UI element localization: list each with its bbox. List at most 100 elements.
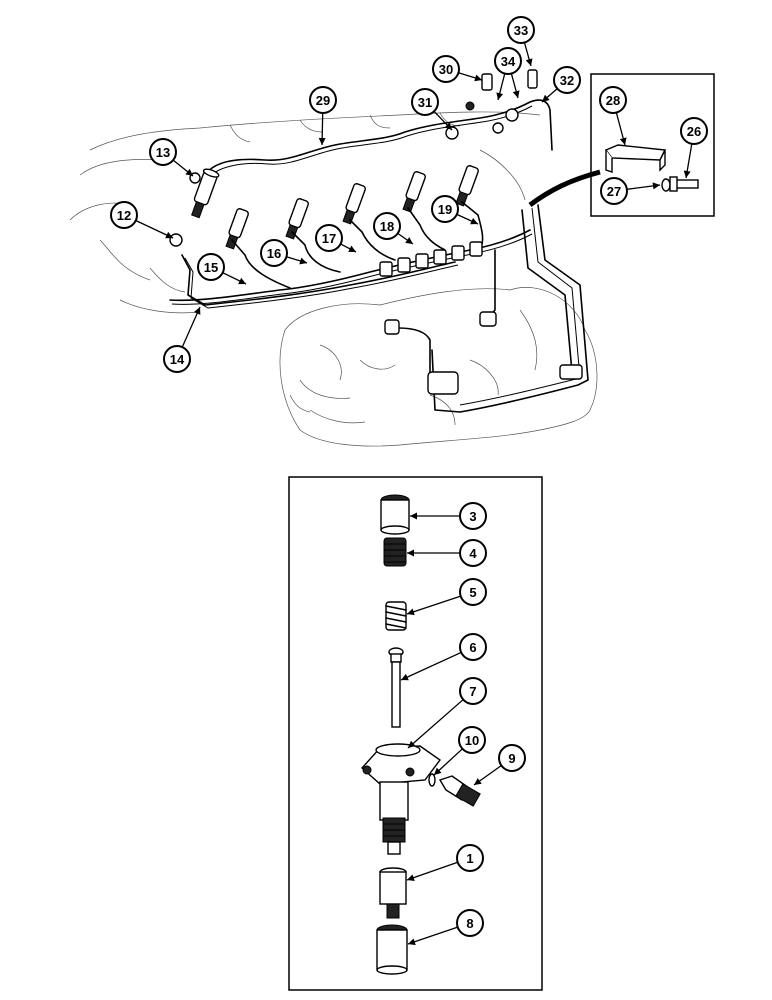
- injector-nozzles: [191, 165, 479, 250]
- leader-arrowhead: [165, 231, 173, 239]
- leader-arrowhead: [407, 608, 415, 616]
- callout-26: 26: [680, 117, 708, 145]
- callout-28: 28: [599, 86, 627, 114]
- svg-text:27: 27: [607, 184, 621, 199]
- banjo-fittings: [169, 69, 538, 247]
- svg-text:13: 13: [156, 145, 170, 160]
- svg-text:9: 9: [508, 751, 515, 766]
- nozzle-nut: [376, 924, 408, 975]
- adjusting-screw: [383, 537, 407, 567]
- callout-10: 10: [458, 726, 486, 754]
- svg-text:16: 16: [267, 246, 281, 261]
- leader-arrowhead: [185, 168, 193, 176]
- svg-text:18: 18: [380, 219, 394, 234]
- leader-arrowhead: [401, 673, 409, 681]
- svg-text:1: 1: [466, 851, 473, 866]
- injector-nozzle: [455, 165, 479, 207]
- callout-16: 16: [260, 239, 288, 267]
- callout-27: 27: [600, 177, 628, 205]
- injector-nozzle: [191, 168, 220, 219]
- leader-arrowhead: [496, 92, 504, 100]
- callout-19: 19: [431, 195, 459, 223]
- leader-arrowhead: [299, 257, 307, 265]
- svg-text:28: 28: [606, 93, 620, 108]
- leader-arrowhead: [407, 549, 414, 557]
- pump-housing-outline: [279, 287, 598, 447]
- injector-nozzle: [285, 198, 309, 240]
- callout-18: 18: [373, 212, 401, 240]
- leader-arrowhead: [348, 245, 356, 252]
- leader-arrowhead: [512, 90, 520, 98]
- callout-7: 7: [459, 677, 487, 705]
- bracket-pointer: [528, 169, 601, 208]
- leader-arrowhead: [542, 94, 550, 102]
- bracket-inset-frame: [590, 73, 715, 217]
- svg-text:5: 5: [469, 585, 476, 600]
- callout-9: 9: [498, 744, 526, 772]
- engine-assembly-illustration: [69, 69, 601, 447]
- pump-outlet-fittings: [379, 241, 483, 277]
- svg-text:19: 19: [438, 202, 452, 217]
- leader-arrowhead: [238, 277, 246, 285]
- leader-arrowhead: [408, 938, 416, 946]
- leader-arrowhead: [408, 740, 416, 748]
- callout-30: 30: [432, 55, 460, 83]
- callout-34: 34: [494, 47, 522, 75]
- svg-text:15: 15: [204, 260, 218, 275]
- leader-arrowhead: [405, 237, 413, 244]
- leader-line: [406, 595, 461, 615]
- svg-text:33: 33: [514, 23, 528, 38]
- leader-arrowhead: [318, 137, 326, 145]
- injector-nozzle: [225, 208, 249, 250]
- bolt: [669, 176, 699, 192]
- callout-5: 5: [459, 578, 487, 606]
- spring: [385, 601, 407, 631]
- svg-text:29: 29: [316, 93, 330, 108]
- callout-31: 31: [411, 88, 439, 116]
- cap-nut: [380, 494, 410, 535]
- svg-text:12: 12: [117, 208, 131, 223]
- leader-arrowhead: [619, 137, 627, 145]
- callout-8: 8: [456, 909, 484, 937]
- svg-text:4: 4: [469, 546, 477, 561]
- leader-arrowhead: [525, 58, 533, 66]
- svg-text:32: 32: [560, 73, 574, 88]
- svg-text:34: 34: [501, 54, 516, 69]
- leader-arrowhead: [474, 74, 482, 82]
- callout-33: 33: [507, 16, 535, 44]
- sealing-washer: [428, 773, 436, 787]
- svg-text:8: 8: [466, 916, 473, 931]
- injector-exploded-frame: [288, 476, 543, 991]
- svg-text:3: 3: [469, 509, 476, 524]
- leader-line: [406, 861, 458, 881]
- svg-text:10: 10: [465, 733, 479, 748]
- injector-body: [361, 743, 441, 855]
- callout-13: 13: [149, 138, 177, 166]
- bracket: [604, 144, 667, 173]
- callouts: 1 3 4 5 6 7 8 9 10 12 13 14 15 16 17 18 …: [110, 16, 708, 937]
- svg-text:30: 30: [439, 62, 453, 77]
- callout-1: 1: [456, 844, 484, 872]
- svg-text:14: 14: [170, 352, 185, 367]
- leader-arrowhead: [193, 307, 201, 315]
- svg-text:7: 7: [469, 684, 476, 699]
- leader-arrowhead: [444, 122, 452, 130]
- callout-12: 12: [110, 201, 138, 229]
- svg-text:26: 26: [687, 124, 701, 139]
- fuel-feed-pipes: [384, 204, 589, 413]
- callout-17: 17: [315, 224, 343, 252]
- spindle: [388, 647, 404, 728]
- leader-arrowhead: [474, 778, 482, 785]
- callout-14: 14: [163, 345, 191, 373]
- injector-nozzle: [402, 171, 426, 213]
- leader-arrowhead: [410, 512, 417, 520]
- injector-nozzle: [342, 183, 366, 225]
- leader-arrowhead: [470, 217, 478, 225]
- injector-exploded-view: [288, 476, 543, 991]
- bracket-inset: [590, 73, 715, 217]
- engine-block-outline: [69, 111, 541, 314]
- leak-off-connector: [438, 775, 481, 807]
- callout-6: 6: [459, 633, 487, 661]
- leader-line: [181, 306, 201, 348]
- callout-32: 32: [553, 66, 581, 94]
